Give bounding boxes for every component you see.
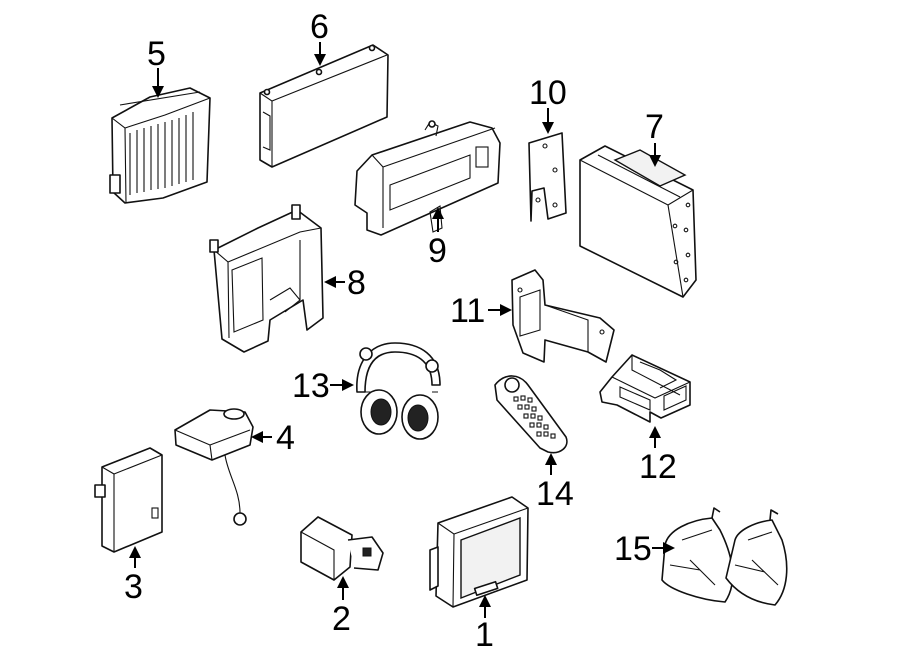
part-module-bracket <box>354 120 501 236</box>
part-headphones <box>356 342 441 440</box>
part-dvd-player <box>579 145 697 298</box>
callout-13: 13 <box>292 367 330 405</box>
callout-labels: 5 6 7 10 9 8 11 12 13 14 4 3 2 1 15 <box>124 8 677 654</box>
part-remote-control <box>494 375 568 454</box>
callout-12: 12 <box>639 448 677 486</box>
part-display-monitor <box>429 496 529 608</box>
callout-7: 7 <box>645 108 664 146</box>
part-control-module <box>94 447 163 553</box>
part-small-module <box>300 516 384 581</box>
callout-9: 9 <box>428 232 447 270</box>
callout-11: 11 <box>450 292 485 330</box>
part-amplifier <box>109 87 211 204</box>
part-receiver-module <box>259 44 389 168</box>
callout-10: 10 <box>529 74 567 112</box>
part-player-bracket <box>599 354 691 423</box>
callout-2: 2 <box>332 600 351 638</box>
callout-1: 1 <box>475 616 494 654</box>
callout-15: 15 <box>614 530 652 568</box>
callout-3: 3 <box>124 568 143 606</box>
callout-5: 5 <box>147 35 166 73</box>
part-antenna-module <box>174 408 254 526</box>
part-plate-bracket <box>528 132 567 222</box>
part-storage-bags <box>661 507 788 606</box>
leaders <box>129 42 675 618</box>
callout-6: 6 <box>310 8 329 46</box>
callout-4: 4 <box>276 419 295 457</box>
callout-8: 8 <box>347 264 366 302</box>
callout-14: 14 <box>536 475 574 513</box>
part-mounting-bracket <box>209 204 324 353</box>
part-support-bracket <box>511 269 615 363</box>
